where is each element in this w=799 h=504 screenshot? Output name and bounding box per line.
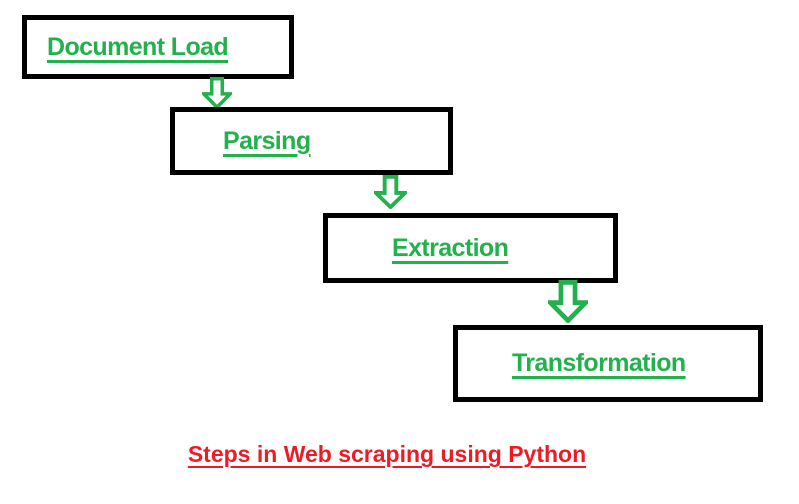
step-label-parsing: Parsing	[223, 126, 311, 155]
step-label-transformation: Transformation	[512, 349, 686, 377]
step-box-transformation: Transformation	[453, 325, 763, 402]
step-label-extraction: Extraction	[392, 233, 509, 262]
step-label-document-load: Document Load	[47, 32, 229, 61]
diagram-caption: Steps in Web scraping using Python	[187, 441, 587, 467]
down-arrow-icon	[548, 280, 588, 323]
step-box-parsing: Parsing	[170, 107, 453, 175]
step-box-document-load: Document Load	[22, 15, 294, 79]
step-box-extraction: Extraction	[323, 213, 618, 283]
down-arrow-icon	[374, 175, 407, 209]
down-arrow-icon	[202, 77, 232, 109]
